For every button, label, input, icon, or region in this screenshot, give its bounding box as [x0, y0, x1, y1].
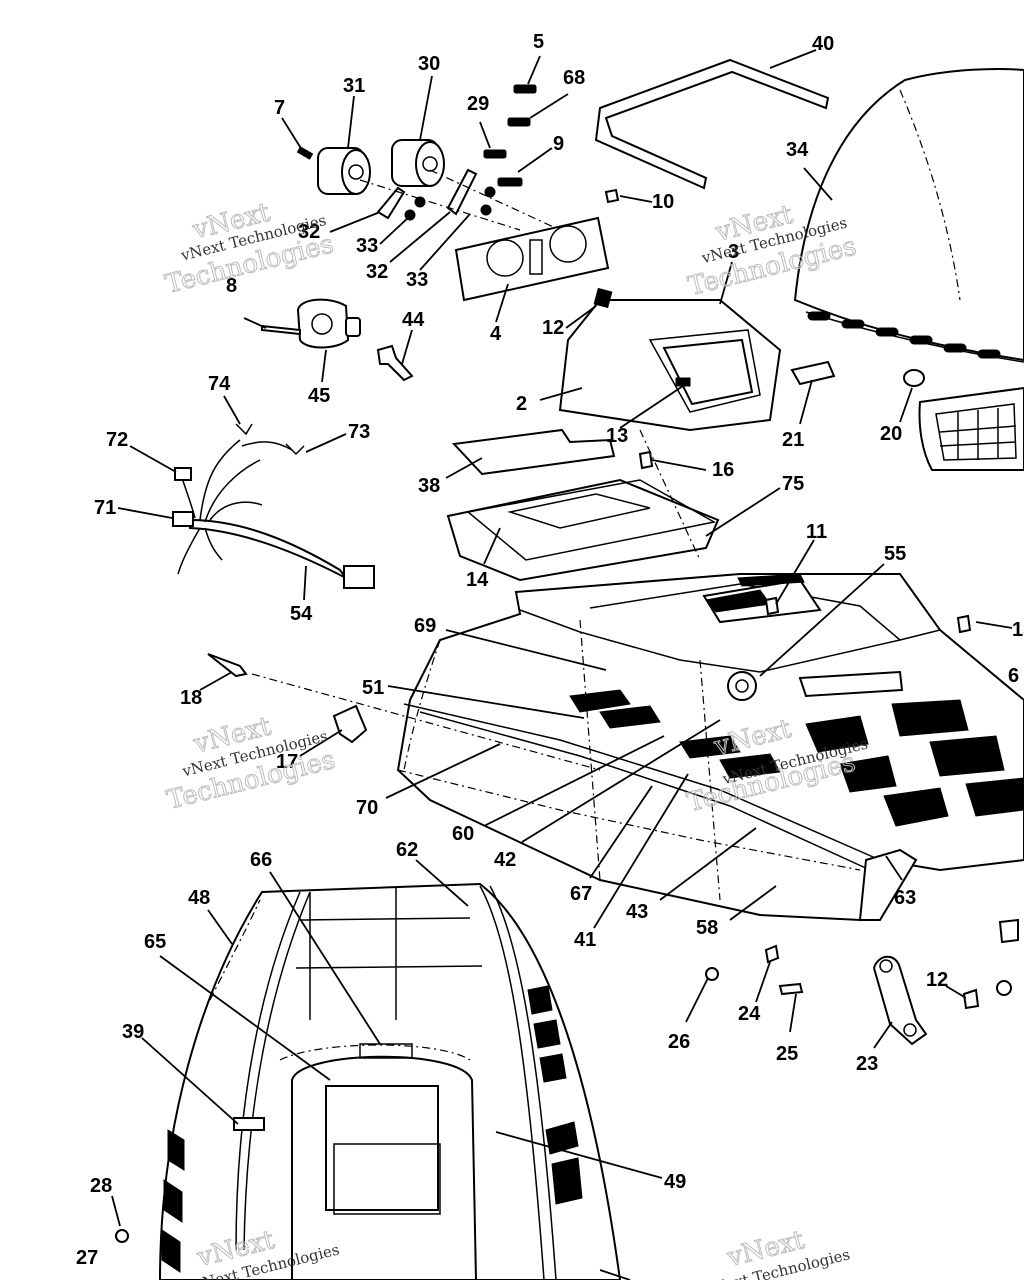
label-71: 71: [94, 497, 116, 519]
label-18: 18: [180, 687, 202, 709]
label-55: 55: [884, 543, 906, 565]
label-70: 70: [356, 797, 378, 819]
label-20: 20: [880, 423, 902, 445]
wiring-harness: [172, 423, 375, 589]
label-49: 49: [664, 1171, 686, 1193]
label-27: 27: [76, 1247, 98, 1269]
label-54: 54: [290, 603, 313, 625]
label-38: 38: [418, 475, 440, 497]
label-12a: 12: [542, 317, 564, 339]
label-14: 14: [466, 569, 489, 591]
label-69: 69: [414, 615, 436, 637]
label-33a: 33: [356, 235, 378, 257]
label-68: 68: [563, 67, 585, 89]
label-33b: 33: [406, 269, 428, 291]
label-13: 13: [606, 425, 628, 447]
label-31: 31: [343, 75, 365, 97]
label-75: 75: [782, 473, 804, 495]
label-73: 73: [348, 421, 370, 443]
label-63: 63: [894, 887, 916, 909]
gasket: [451, 428, 616, 476]
hood: [115, 882, 622, 1280]
label-32a: 32: [298, 221, 320, 243]
label-3: 3: [728, 241, 739, 263]
console-tray: [446, 478, 720, 582]
label-21: 21: [782, 429, 804, 451]
small-hardware: [207, 188, 972, 771]
label-24: 24: [738, 1003, 761, 1025]
label-40: 40: [812, 33, 834, 55]
windshield-trim: [594, 58, 830, 190]
label-30: 30: [418, 53, 440, 75]
label-2: 2: [516, 393, 527, 415]
dash-assembly: [396, 573, 1024, 922]
watermark-1: vNext Technologies vNext Technologies: [162, 197, 337, 300]
watermark-3: vNext Technologies vNext Technologies: [163, 711, 338, 816]
label-44: 44: [402, 309, 425, 331]
label-11: 11: [806, 521, 827, 543]
label-45: 45: [308, 385, 330, 407]
label-17: 17: [276, 751, 298, 773]
label-65: 65: [144, 931, 166, 953]
headlight: [903, 369, 1024, 471]
label-34: 34: [786, 139, 809, 161]
label-72: 72: [106, 429, 128, 451]
label-51: 51: [362, 677, 384, 699]
label-28: 28: [90, 1175, 112, 1197]
label-9: 9: [553, 133, 564, 155]
lower-hardware: [705, 918, 1019, 1046]
label-67: 67: [570, 883, 592, 905]
label-62: 62: [396, 839, 418, 861]
label-32b: 32: [366, 261, 388, 283]
windshield: [793, 68, 1024, 363]
label-13b: 13: [1012, 619, 1024, 641]
leader-lines: [111, 49, 1013, 1280]
label-26: 26: [668, 1031, 690, 1053]
label-8: 8: [226, 275, 237, 297]
label-74: 74: [208, 373, 231, 395]
label-23: 23: [856, 1053, 878, 1075]
callout-labels: 5 40 68 30 31 29 7 9 34 10 32 33 3 32 33…: [76, 31, 1024, 1269]
gauge-assembly: [296, 139, 561, 231]
gauge-panel: [454, 84, 610, 302]
ignition-switch: [261, 298, 414, 382]
label-6x: 6: [1008, 665, 1019, 687]
label-25: 25: [776, 1043, 798, 1065]
label-39: 39: [122, 1021, 144, 1043]
label-29: 29: [467, 93, 489, 115]
label-10: 10: [652, 191, 674, 213]
label-16: 16: [712, 459, 734, 481]
watermark-6: vNext vNext Technologies: [702, 1224, 852, 1280]
label-5: 5: [533, 31, 544, 53]
console-hood: [558, 287, 836, 432]
label-58: 58: [696, 917, 718, 939]
label-60: 60: [452, 823, 474, 845]
label-48: 48: [188, 887, 210, 909]
label-4: 4: [490, 323, 502, 345]
label-41: 41: [574, 929, 596, 951]
label-66: 66: [250, 849, 272, 871]
label-12b: 12: [926, 969, 948, 991]
label-7: 7: [274, 97, 285, 119]
label-42: 42: [494, 849, 516, 871]
label-43: 43: [626, 901, 648, 923]
